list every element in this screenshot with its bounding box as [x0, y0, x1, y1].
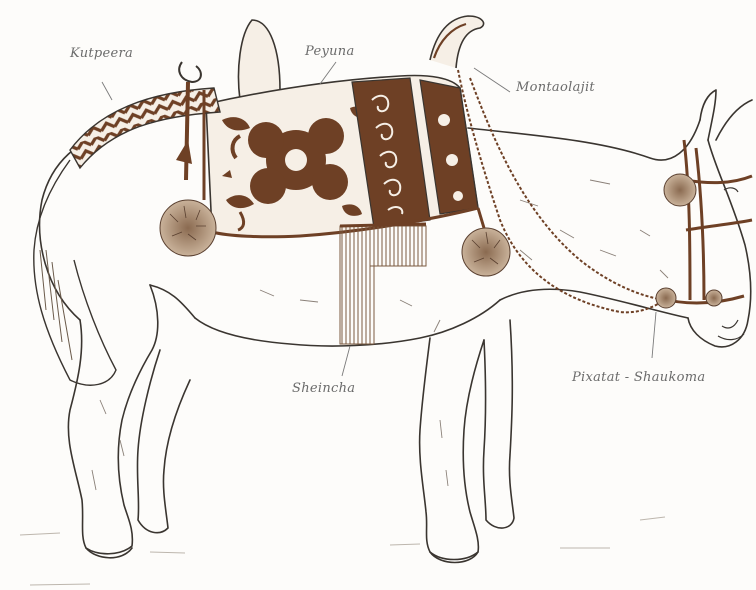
pixatat-bridle — [656, 140, 752, 308]
kutpeera-crupper — [70, 62, 220, 200]
label-montaolajit: Montaolajit — [516, 80, 595, 95]
leader-kutpeera — [102, 82, 112, 100]
pompom-right — [462, 228, 510, 276]
head-details — [718, 188, 744, 340]
tail — [34, 160, 116, 385]
leader-peyuna — [320, 62, 336, 84]
sheincha-fringe — [340, 224, 426, 344]
label-pixatat-shaukoma: Pixatat - Shaukoma — [572, 370, 705, 385]
saddle-pommel — [430, 16, 484, 68]
label-peyuna: Peyuna — [305, 44, 355, 59]
label-sheincha: Sheincha — [292, 381, 355, 396]
leader-pixatat — [652, 312, 656, 358]
ground-marks — [20, 517, 665, 585]
saddle-cantle — [239, 20, 281, 100]
label-kutpeera: Kutpeera — [70, 46, 133, 61]
pompom-left — [160, 200, 216, 256]
leader-sheincha — [342, 346, 350, 376]
leader-montaolajit — [474, 68, 510, 92]
